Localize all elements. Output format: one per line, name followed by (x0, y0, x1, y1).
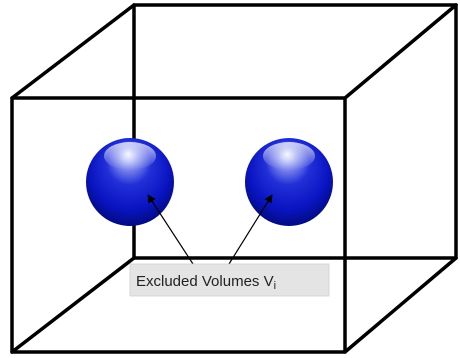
cube-top-left-connector (10, 3, 136, 100)
label-background (129, 263, 330, 297)
cube-wireframe (10, 3, 458, 354)
excluded-volumes-label: Excluded Volumes Vi (129, 263, 330, 297)
label-main: Excluded Volumes V (136, 273, 274, 290)
cube-top-right-connector (343, 3, 458, 100)
pointer-lines (147, 194, 273, 265)
excluded-volume-sphere-left (86, 138, 174, 226)
sphere-left-highlight (104, 142, 156, 170)
cube-bottom-left-connector (10, 256, 136, 354)
sphere-right-highlight (263, 142, 315, 170)
excluded-volume-sphere-right (245, 138, 333, 226)
label-text: Excluded Volumes Vi (136, 273, 276, 292)
cube-bottom-right-connector (343, 256, 458, 354)
pointer-to-right-sphere (228, 194, 273, 265)
pointer-to-left-sphere (147, 194, 194, 265)
label-subscript: i (274, 280, 276, 292)
cube-front-face (10, 96, 347, 354)
